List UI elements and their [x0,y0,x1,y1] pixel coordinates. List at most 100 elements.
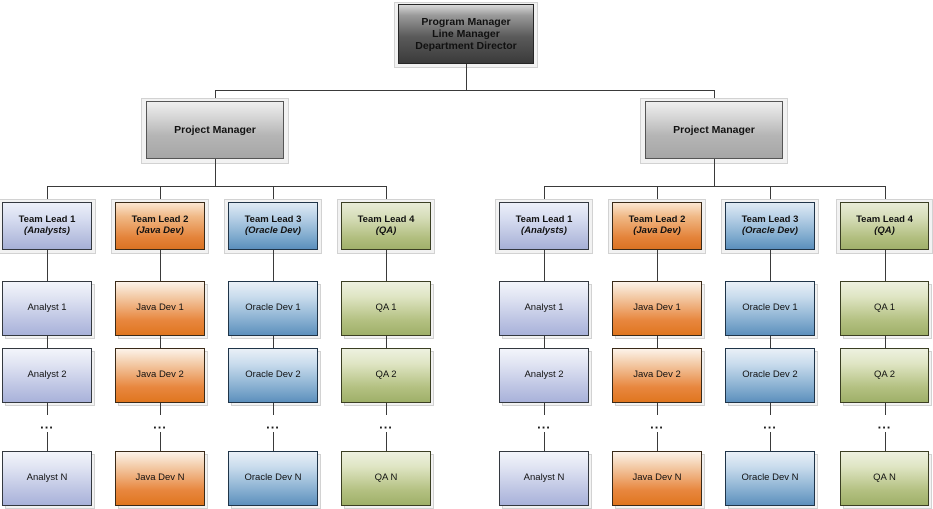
connector-pm-drop-1 [714,90,715,101]
team-lead-box-1-1[interactable]: Team Lead 2(Java Dev) [612,202,702,250]
team-lead-subtitle-0-0: (Analysts) [24,225,70,236]
connector-member-1-0-1 [160,250,161,281]
connector-member-2-0-3 [386,336,387,348]
connector-pm-drop-0 [215,90,216,101]
ellipsis-0-1: ... [153,416,167,432]
member-label-0-0-1: Analyst 1 [27,302,67,314]
connector-lead-bus-1 [544,186,885,187]
team-lead-subtitle-0-2: (Oracle Dev) [245,225,301,236]
member-box-0-0-n[interactable]: Analyst N [2,451,92,506]
member-box-1-3-1[interactable]: QA 1 [840,281,929,336]
member-box-1-1-1[interactable]: Java Dev 1 [612,281,702,336]
member-label-0-1-1: Java Dev 1 [136,302,184,314]
connector-ellipsis-bottom-1-0 [544,432,545,451]
team-lead-subtitle-1-1: (Java Dev) [633,225,681,236]
program-manager-line-3: Department Director [415,40,517,53]
member-label-0-1-n: Java Dev N [135,472,185,484]
ellipsis-0-2: ... [266,416,280,432]
connector-member-2-0-0 [47,336,48,348]
member-label-1-2-2: Oracle Dev 2 [742,369,798,381]
member-label-1-3-n: QA N [873,472,896,484]
member-box-1-1-2[interactable]: Java Dev 2 [612,348,702,403]
team-lead-title-0-2: Team Lead 3 [244,214,302,226]
connector-lead-drop-1-0 [544,186,545,202]
connector-ellipsis-top-0-2 [273,403,274,415]
team-lead-box-1-2[interactable]: Team Lead 3(Oracle Dev) [725,202,815,250]
connector-ellipsis-bottom-1-3 [884,432,886,451]
member-label-0-0-n: Analyst N [26,472,68,484]
member-box-0-1-1[interactable]: Java Dev 1 [115,281,205,336]
member-box-1-1-n[interactable]: Java Dev N [612,451,702,506]
member-box-1-0-n[interactable]: Analyst N [499,451,589,506]
connector-member-1-1-0 [544,250,545,281]
member-box-1-3-2[interactable]: QA 2 [840,348,929,403]
member-box-1-0-1[interactable]: Analyst 1 [499,281,589,336]
ellipsis-0-3: ... [379,416,393,432]
member-box-0-2-n[interactable]: Oracle Dev N [228,451,318,506]
member-label-1-1-1: Java Dev 1 [633,302,681,314]
member-label-0-3-2: QA 2 [375,369,397,381]
member-box-1-2-n[interactable]: Oracle Dev N [725,451,815,506]
connector-pm-drop-main-0 [215,159,216,186]
member-box-0-3-2[interactable]: QA 2 [341,348,431,403]
ellipsis-0-0: ... [40,416,54,432]
program-manager-line-1: Program Manager [421,15,511,28]
connector-ellipsis-bottom-0-0 [47,432,48,451]
team-lead-box-1-0[interactable]: Team Lead 1(Analysts) [499,202,589,250]
project-manager-box-1[interactable]: Project Manager [645,101,783,159]
member-box-0-0-2[interactable]: Analyst 2 [2,348,92,403]
member-box-1-0-2[interactable]: Analyst 2 [499,348,589,403]
connector-ellipsis-top-0-1 [160,403,161,415]
team-lead-title-1-2: Team Lead 3 [741,214,799,226]
connector-member-1-1-2 [770,250,771,281]
team-lead-box-0-0[interactable]: Team Lead 1(Analysts) [2,202,92,250]
member-box-0-2-2[interactable]: Oracle Dev 2 [228,348,318,403]
connector-pm-drop-main-1 [714,159,715,186]
connector-ellipsis-top-0-0 [47,403,48,415]
member-label-1-1-2: Java Dev 2 [633,369,681,381]
member-label-0-3-1: QA 1 [375,302,397,314]
member-box-1-3-n[interactable]: QA N [840,451,929,506]
team-lead-title-1-1: Team Lead 2 [628,214,686,226]
member-label-0-3-n: QA N [374,472,398,484]
connector-lead-drop-0-2 [273,186,274,202]
connector-member-2-1-2 [770,336,771,348]
member-label-0-2-2: Oracle Dev 2 [245,369,301,381]
connector-member-2-1-1 [657,336,658,348]
connector-lead-drop-1-3 [884,186,886,202]
member-box-0-1-2[interactable]: Java Dev 2 [115,348,205,403]
member-box-1-2-2[interactable]: Oracle Dev 2 [725,348,815,403]
team-lead-title-1-0: Team Lead 1 [515,214,573,226]
connector-lead-drop-1-2 [770,186,771,202]
member-box-0-3-1[interactable]: QA 1 [341,281,431,336]
connector-member-1-1-1 [657,250,658,281]
team-lead-subtitle-1-0: (Analysts) [521,225,567,236]
team-lead-subtitle-0-1: (Java Dev) [136,225,184,236]
team-lead-subtitle-0-3: (QA) [375,225,397,236]
member-box-0-3-n[interactable]: QA N [341,451,431,506]
member-label-1-1-n: Java Dev N [632,472,682,484]
connector-ellipsis-bottom-0-3 [386,432,387,451]
team-lead-box-0-2[interactable]: Team Lead 3(Oracle Dev) [228,202,318,250]
member-box-0-1-n[interactable]: Java Dev N [115,451,205,506]
ellipsis-1-2: ... [763,416,777,432]
connector-root-drop [466,64,467,90]
program-manager-line-2: Line Manager [432,27,500,40]
team-lead-box-0-3[interactable]: Team Lead 4(QA) [341,202,431,250]
connector-ellipsis-top-0-3 [386,403,387,415]
connector-ellipsis-bottom-1-1 [657,432,658,451]
team-lead-box-1-3[interactable]: Team Lead 4(QA) [840,202,929,250]
member-label-0-2-1: Oracle Dev 1 [245,302,301,314]
member-box-0-0-1[interactable]: Analyst 1 [2,281,92,336]
connector-ellipsis-top-1-2 [770,403,771,415]
team-lead-box-0-1[interactable]: Team Lead 2(Java Dev) [115,202,205,250]
team-lead-subtitle-1-3: (QA) [874,225,895,236]
member-box-0-2-1[interactable]: Oracle Dev 1 [228,281,318,336]
member-box-1-2-1[interactable]: Oracle Dev 1 [725,281,815,336]
connector-ellipsis-top-1-0 [544,403,545,415]
project-manager-box-0[interactable]: Project Manager [146,101,284,159]
member-label-0-1-2: Java Dev 2 [136,369,184,381]
connector-lead-drop-0-3 [386,186,387,202]
